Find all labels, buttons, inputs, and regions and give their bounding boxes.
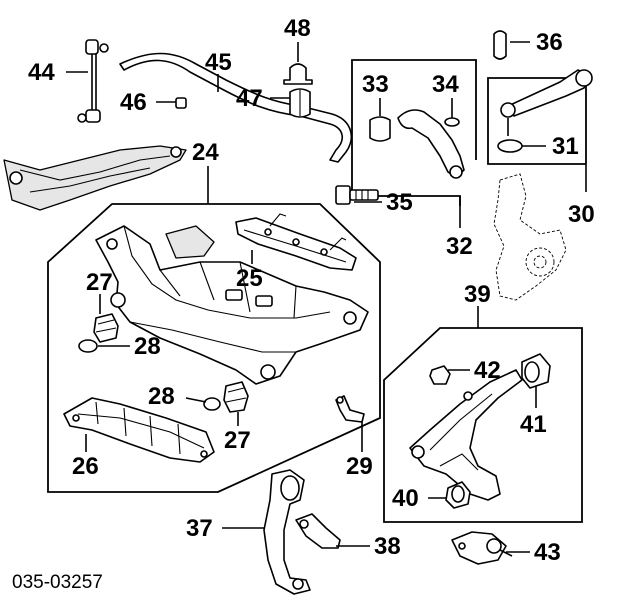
washer-28b-part [203, 397, 221, 411]
under-cover-part [63, 397, 215, 463]
callout-32: 32 [446, 233, 473, 260]
callout-35: 35 [386, 189, 413, 216]
bushing-36-part [493, 30, 507, 60]
callout-27b: 27 [224, 427, 251, 454]
ball-joint-43-part [451, 531, 513, 565]
callout-44: 44 [28, 59, 55, 86]
callout-24: 24 [192, 139, 219, 166]
callout-28b: 28 [148, 383, 175, 410]
callout-41: 41 [520, 411, 547, 438]
callout-34: 34 [432, 71, 459, 98]
trailing-link-part [500, 69, 593, 136]
callout-38: 38 [374, 533, 401, 560]
callout-31: 31 [552, 133, 579, 160]
mount-rubber-27-part [93, 313, 119, 343]
callout-47: 47 [236, 85, 263, 112]
callout-33: 33 [362, 71, 389, 98]
arm-37-part [263, 469, 311, 595]
lower-arm-group-border [383, 327, 583, 523]
lower-arm-part [409, 369, 523, 501]
callout-39: 39 [464, 281, 491, 308]
trailing-link-group-border [487, 77, 587, 165]
callout-25: 25 [236, 265, 263, 292]
callout-40: 40 [392, 485, 419, 512]
clip-42-part [429, 365, 451, 385]
callout-43: 43 [534, 539, 561, 566]
crossmember-25-part [235, 213, 357, 271]
nut-part [444, 117, 460, 127]
callout-48: 48 [284, 15, 311, 42]
leader-28b [185, 397, 207, 403]
callout-36: 36 [536, 29, 563, 56]
small-bushing-part [175, 97, 187, 109]
bushing-bracket-part [283, 63, 313, 85]
bushing-40-part [445, 481, 471, 509]
mount-rubber-27b-part [223, 381, 249, 413]
callout-29: 29 [346, 453, 373, 480]
upper-arm-bushing-part [369, 116, 391, 142]
subframe-part [95, 225, 369, 385]
callout-27a: 27 [86, 269, 113, 296]
callout-42: 42 [474, 357, 501, 384]
washer-31-part [497, 139, 523, 153]
callout-45: 45 [205, 49, 232, 76]
callout-37: 37 [186, 515, 213, 542]
diagram-code: 035-03257 [12, 572, 103, 593]
bracket-29-part [335, 395, 365, 423]
callout-26: 26 [72, 453, 99, 480]
steering-knuckle-sketch [493, 173, 567, 301]
trailing-arm-sketch [3, 145, 187, 211]
bushing-41-part [521, 353, 551, 389]
arm-38-part [295, 513, 341, 549]
callout-28a: 28 [134, 333, 161, 360]
bolt-35-part [335, 185, 379, 205]
callout-46: 46 [120, 89, 147, 116]
stabilizer-link-part [77, 39, 109, 123]
callout-30: 30 [568, 201, 595, 228]
washer-28-part [78, 339, 98, 353]
subframe-group-border [47, 203, 381, 493]
